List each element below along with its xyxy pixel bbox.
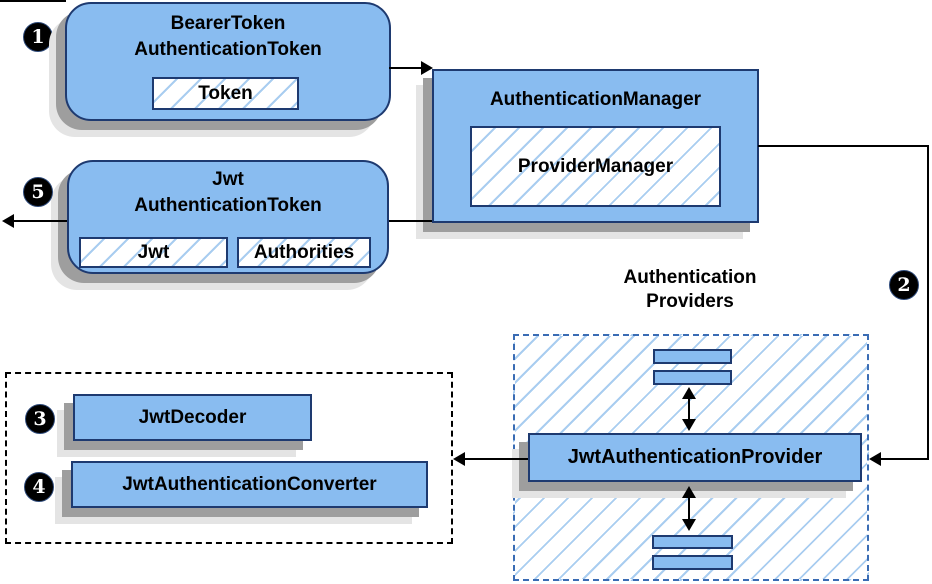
jwt-decoder-title: JwtDecoder [138, 407, 247, 428]
node-jwt-authentication-converter: JwtAuthenticationConverter [71, 461, 428, 508]
step-2-marker: 2 [889, 270, 919, 300]
step-1-marker: 1 [23, 22, 53, 52]
line-manager-to-jwt-token [389, 220, 432, 222]
double-arrow-bottom-down-head [682, 519, 696, 531]
arrow-manager-to-provider-top-segment [758, 145, 929, 147]
jwt-token-title-line1: Jwt [212, 169, 244, 190]
jwt-helpers-group [5, 372, 453, 544]
step-4-marker: 4 [24, 472, 54, 502]
authentication-providers-label: Authentication Providers [555, 266, 825, 314]
chip-jwt: Jwt [79, 237, 228, 268]
double-arrow-top-up-head [682, 387, 696, 399]
jwt-authentication-converter-title: JwtAuthenticationConverter [122, 474, 377, 495]
jwt-token-title-line2: AuthenticationToken [134, 195, 322, 216]
provider-stack-bottom-rect-1 [652, 535, 733, 549]
bearer-token-title-line1: BearerToken [170, 13, 286, 34]
double-arrow-top-line [688, 398, 690, 421]
arrow-to-authentication-manager-head [421, 61, 433, 75]
chip-authorities: Authorities [237, 237, 371, 268]
bearer-token-title-line2: AuthenticationToken [134, 39, 322, 60]
provider-stack-top-rect-1 [653, 349, 732, 364]
double-arrow-bottom-up-head [682, 486, 696, 498]
arrow-manager-to-provider-bottom-segment [881, 458, 927, 460]
node-jwt-decoder: JwtDecoder [73, 394, 312, 441]
double-arrow-top-down-head [682, 419, 696, 431]
step-3-marker: 3 [25, 404, 55, 434]
arrow-request-in-line [0, 0, 66, 2]
arrow-jwt-token-out-head [2, 214, 14, 228]
provider-stack-top-rect-2 [653, 370, 732, 385]
double-arrow-bottom-line [688, 497, 690, 520]
arrow-to-authentication-manager-line [389, 67, 421, 69]
authentication-manager-title: AuthenticationManager [489, 89, 702, 110]
provider-stack-bottom-rect-2 [652, 555, 733, 570]
chip-token: Token [152, 77, 299, 110]
arrow-manager-to-provider-head [869, 452, 881, 466]
providers-label-line2: Providers [646, 291, 734, 312]
providers-label-line1: Authentication [623, 267, 757, 288]
jwt-authentication-provider-title: JwtAuthenticationProvider [567, 446, 823, 468]
step-5-marker: 5 [23, 177, 53, 207]
arrow-provider-to-helpers-head [453, 452, 465, 466]
chip-provider-manager: ProviderManager [470, 126, 721, 207]
arrow-manager-to-provider-vertical-segment [927, 145, 929, 460]
arrow-provider-to-helpers-line [465, 458, 528, 460]
arrow-jwt-token-out-line [14, 220, 67, 222]
node-jwt-authentication-provider: JwtAuthenticationProvider [528, 433, 862, 482]
